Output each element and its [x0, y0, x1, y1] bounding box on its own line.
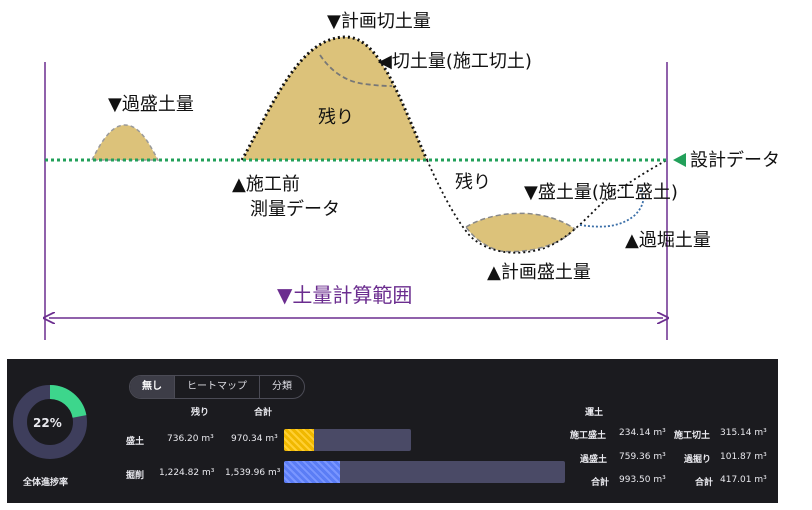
earthwork-diagram: ▼計画切土量 ◀切土量(施工切土) ▼過盛土量 残り 設計データ ▲施工前 測量…	[0, 11, 780, 340]
fill-progress-bar	[284, 429, 411, 451]
label-over-fill: ▼過盛土量	[108, 94, 194, 115]
label-cut-actual-text: 切土量(施工切土)	[391, 51, 532, 72]
over-fill-mound	[90, 124, 160, 161]
over-fill-label: 過盛土	[580, 455, 608, 465]
label-planned-fill: ▲計画盛土量	[487, 262, 591, 283]
row-fill-total: 970.34 m³	[231, 434, 278, 444]
volume-panel: 22% 全体進捗率 無し ヒートマップ 分類 残り 合計 盛土 736.20 m…	[7, 359, 778, 503]
progress-arc	[13, 385, 87, 459]
cut-done-label: 施工切土	[674, 431, 711, 441]
survey-line	[426, 159, 668, 254]
design-pointer-icon	[673, 153, 686, 167]
fill-done-label: 施工盛土	[570, 431, 607, 441]
progress-donut	[13, 385, 87, 459]
excavation-progress-fill	[284, 461, 341, 483]
label-calc-range: ▼土量計算範囲	[277, 283, 413, 307]
col-remaining-header: 残り	[191, 408, 210, 418]
label-planned-cut: ▼計画切土量	[327, 11, 431, 32]
transport-title: 運土	[585, 408, 604, 418]
sum-right-label: 合計	[695, 478, 714, 488]
label-remaining-bottom: 残り	[455, 172, 491, 193]
row-excavation-remaining: 1,224.82 m³	[159, 468, 215, 478]
progress-label: 全体進捗率	[23, 478, 69, 488]
sum-right-value: 417.01 m³	[720, 475, 767, 485]
label-fill-actual: ▼盛土量(施工盛土)	[524, 182, 678, 203]
row-excavation-total: 1,539.96 m³	[225, 468, 281, 478]
fill-lens	[464, 212, 577, 253]
fill-done-value: 234.14 m³	[619, 428, 666, 438]
col-total-header: 合計	[254, 408, 273, 418]
tab-heatmap[interactable]: ヒートマップ	[174, 376, 259, 398]
sum-left-value: 993.50 m³	[619, 475, 666, 485]
over-dig-value: 101.87 m³	[720, 452, 767, 462]
label-remaining-top: 残り	[318, 107, 354, 128]
fill-progress-fill	[284, 429, 315, 451]
diagram-svg	[0, 35, 686, 340]
over-fill-value: 759.36 m³	[619, 452, 666, 462]
row-excavation-label: 掘削	[126, 471, 145, 481]
progress-percent-value: 22	[33, 416, 50, 430]
cut-done-value: 315.14 m³	[720, 428, 767, 438]
tab-classification[interactable]: 分類	[259, 376, 304, 398]
progress-percent: 22%	[33, 416, 62, 430]
sum-left-label: 合計	[591, 478, 610, 488]
label-pre-survey-1: ▲施工前	[232, 174, 300, 195]
row-fill-label: 盛土	[126, 437, 145, 447]
label-over-excavation: ▲過堀土量	[625, 230, 711, 251]
tab-none[interactable]: 無し	[130, 376, 174, 398]
excavation-progress-bar	[284, 461, 565, 483]
cut-mound	[242, 36, 427, 160]
row-fill-remaining: 736.20 m³	[167, 434, 214, 444]
over-dig-label: 過掘り	[684, 455, 712, 465]
label-pre-survey-2: 測量データ	[250, 199, 340, 220]
view-mode-tabs: 無し ヒートマップ 分類	[129, 375, 305, 399]
label-cut-actual: ◀切土量(施工切土)	[378, 51, 532, 72]
over-dig-line	[579, 189, 645, 228]
label-design-data: 設計データ	[690, 150, 780, 171]
